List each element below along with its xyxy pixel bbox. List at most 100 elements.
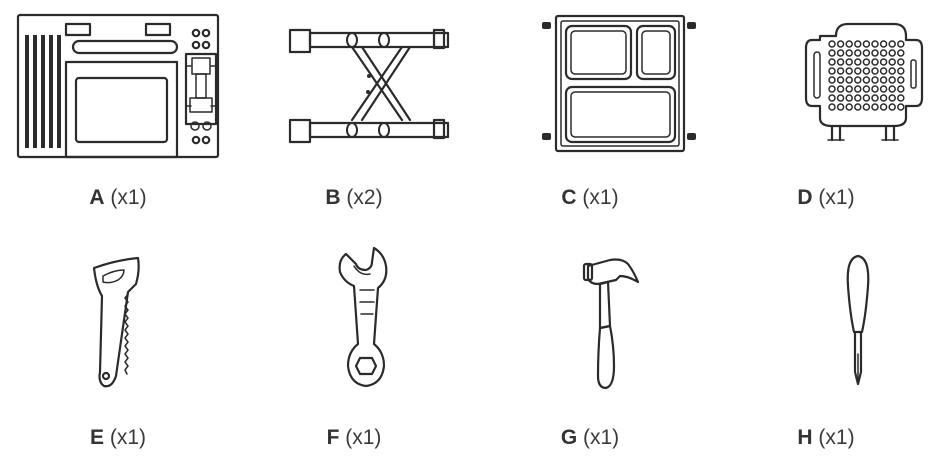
part-b: B (x2) bbox=[236, 0, 472, 236]
pegboard-hole bbox=[871, 40, 879, 48]
part-f: F (x1) bbox=[236, 236, 472, 472]
pegboard-hole bbox=[888, 40, 896, 48]
pegboard-hole bbox=[871, 49, 879, 57]
pegboard-hole bbox=[836, 40, 845, 48]
part-label: G (x1) bbox=[472, 426, 708, 450]
part-label: B (x2) bbox=[236, 186, 472, 210]
part-quantity: (x1) bbox=[345, 426, 382, 449]
pegboard-hole bbox=[862, 49, 871, 57]
pegboard-hole bbox=[836, 94, 845, 102]
pegboard-hole bbox=[879, 76, 888, 84]
pegboard-hole bbox=[862, 85, 871, 93]
pegboard-hole bbox=[828, 49, 836, 57]
part-d: D (x1) bbox=[708, 0, 943, 236]
pegboard-hole bbox=[845, 94, 853, 102]
part-quantity: (x1) bbox=[110, 186, 147, 209]
pegboard-hole bbox=[879, 94, 888, 102]
pegboard-hole bbox=[845, 67, 853, 75]
pegboard-hole bbox=[897, 58, 905, 66]
part-label: A (x1) bbox=[0, 186, 236, 210]
part-letter: C bbox=[561, 186, 577, 209]
pegboard-hole bbox=[854, 94, 862, 102]
pegboard-hole bbox=[845, 40, 853, 48]
pegboard-hole bbox=[854, 85, 862, 93]
pegboard-hole bbox=[879, 49, 888, 57]
pegboard-hole bbox=[845, 103, 853, 111]
pegboard-hole bbox=[897, 94, 905, 102]
pegboard-hole bbox=[828, 67, 836, 75]
pegboard-hole bbox=[836, 49, 845, 57]
part-letter: F bbox=[326, 426, 340, 449]
part-letter: A bbox=[89, 186, 105, 209]
pegboard-hole bbox=[854, 67, 862, 75]
pegboard-hole bbox=[828, 94, 836, 102]
screwdriver-icon bbox=[846, 254, 870, 386]
hammer-icon bbox=[582, 258, 640, 390]
pegboard-hole bbox=[836, 76, 845, 84]
pegboard-hole bbox=[828, 103, 836, 111]
pegboard-hole bbox=[836, 67, 845, 75]
pegboard-hole bbox=[862, 94, 871, 102]
pegboard-hole bbox=[897, 103, 905, 111]
part-e: E (x1) bbox=[0, 236, 236, 472]
pegboard-hole bbox=[854, 49, 862, 57]
pegboard-hole bbox=[888, 76, 896, 84]
pegboard-hole bbox=[845, 85, 853, 93]
pegboard-hole bbox=[888, 85, 896, 93]
part-c: C (x1) bbox=[472, 0, 708, 236]
pegboard-hole bbox=[836, 58, 845, 66]
part-quantity: (x1) bbox=[109, 426, 147, 449]
part-label: E (x1) bbox=[0, 426, 236, 450]
pegboard-hole bbox=[862, 67, 871, 75]
kitchen-panel-icon bbox=[16, 13, 220, 159]
pegboard-hole bbox=[888, 58, 896, 66]
wrench-icon bbox=[338, 246, 388, 388]
pegboard-hole bbox=[888, 67, 896, 75]
pegboard-hole bbox=[854, 40, 862, 48]
pegboard-hole bbox=[871, 94, 879, 102]
pegboard-hole bbox=[828, 76, 836, 84]
pegboard-hole bbox=[871, 76, 879, 84]
pegboard-hole bbox=[897, 49, 905, 57]
pegboard-panel-icon bbox=[804, 22, 924, 142]
pegboard-hole bbox=[836, 85, 845, 93]
part-letter: H bbox=[797, 426, 813, 449]
saw-icon bbox=[92, 256, 140, 388]
part-letter: B bbox=[325, 186, 341, 209]
part-label: H (x1) bbox=[708, 426, 943, 450]
pegboard-hole bbox=[879, 58, 888, 66]
pegboard-hole bbox=[862, 58, 871, 66]
part-label: F (x1) bbox=[236, 426, 472, 450]
part-letter: E bbox=[89, 426, 104, 449]
part-label: D (x1) bbox=[708, 186, 943, 210]
part-quantity: (x1) bbox=[583, 426, 620, 449]
part-h: H (x1) bbox=[708, 236, 943, 472]
pegboard-hole bbox=[888, 94, 896, 102]
pegboard-hole bbox=[854, 58, 862, 66]
pegboard-hole bbox=[845, 49, 853, 57]
pegboard-hole bbox=[879, 40, 888, 48]
pegboard-hole bbox=[897, 85, 905, 93]
pegboard-hole bbox=[828, 85, 836, 93]
pegboard-hole bbox=[897, 40, 905, 48]
part-letter: D bbox=[797, 186, 813, 209]
pegboard-hole bbox=[871, 67, 879, 75]
part-quantity: (x2) bbox=[346, 186, 383, 209]
part-a: A (x1) bbox=[0, 0, 236, 236]
scissor-leg-frame-icon bbox=[288, 28, 450, 144]
pegboard-hole bbox=[871, 103, 879, 111]
pegboard-hole bbox=[862, 76, 871, 84]
part-quantity: (x1) bbox=[818, 186, 855, 209]
pegboard-hole bbox=[888, 103, 896, 111]
pegboard-hole bbox=[897, 76, 905, 84]
pegboard-hole bbox=[888, 49, 896, 57]
part-quantity: (x1) bbox=[818, 426, 855, 449]
pegboard-hole bbox=[879, 67, 888, 75]
pegboard-hole bbox=[862, 103, 871, 111]
part-label: C (x1) bbox=[472, 186, 708, 210]
pegboard-hole bbox=[871, 85, 879, 93]
part-letter: G bbox=[560, 426, 578, 449]
pegboard-hole bbox=[845, 76, 853, 84]
pegboard-hole bbox=[854, 103, 862, 111]
pegboard-hole bbox=[828, 40, 836, 48]
